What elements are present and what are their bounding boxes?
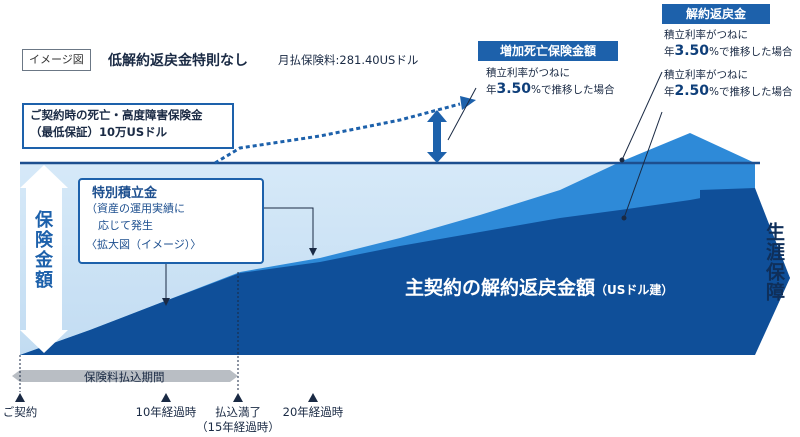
special-reserve-line2: 応じて発生 [98, 219, 153, 232]
min-guarantee-line2: （最低保証）10万USドル [30, 125, 168, 139]
premium-period-bar [12, 370, 238, 382]
main-surrender-label: 主契約の解約返戻金額（USドル建） [405, 277, 674, 299]
increase-note-line2: 年3.50%で推移した場合 [486, 81, 615, 97]
min-guarantee-box: ご契約時の死亡・高度障害保険金 （最低保証）10万USドル [22, 103, 234, 149]
timeline-contract: ご契約 [2, 405, 38, 419]
tick-marker-0 [15, 393, 25, 402]
leader-increase [447, 87, 477, 141]
leader-surrender-b [623, 111, 663, 219]
surrender-b-line1: 積立利率がつねに [664, 69, 748, 81]
leader-special-10y-arrow [162, 298, 170, 306]
lifetime-coverage-label: 生涯保障 [763, 222, 785, 302]
min-guarantee-line1: ご契約時の死亡・高度障害保険金 [30, 108, 203, 122]
increase-bracket-top [427, 110, 447, 122]
increase-note-line1: 積立利率がつねに [486, 67, 570, 79]
leader-special-20y [263, 207, 314, 250]
surrender-a-line1: 積立利率がつねに [664, 29, 748, 41]
coverage-arrow-bottom [20, 330, 68, 353]
special-reserve-box: 特別積立金 （資産の運用実績に 応じて発生 〈拡大図（イメージ）〉 [78, 178, 264, 264]
special-reserve-line3: 〈拡大図（イメージ）〉 [86, 238, 202, 251]
image-tag: イメージ図 [22, 49, 91, 71]
coverage-arrow-shaft [26, 185, 62, 335]
timeline-10y: 10年経過時 [135, 405, 197, 419]
increase-death-badge: 増加死亡保険金額 [478, 41, 618, 61]
surrender-value-badge: 解約返戻金 [662, 4, 770, 24]
tick-marker-15 [233, 393, 243, 402]
surrender-a-line2: 年3.50%で推移した場合 [664, 43, 793, 59]
timeline-20y: 20年経過時 [282, 405, 344, 419]
leader-dot-a [619, 157, 625, 163]
coverage-arrow-top [20, 165, 68, 188]
leader-dot-b [621, 215, 627, 221]
premium-period-label: 保険料払込期間 [84, 370, 165, 384]
timeline-paid-up-sub: （15年経過時） [196, 420, 280, 434]
main-surrender-arrow [20, 188, 790, 355]
coverage-amount-label: 保険金額 [32, 210, 53, 290]
monthly-premium: 月払保険料:281.40USドル [278, 53, 419, 67]
special-reserve-title: 特別積立金 [92, 186, 158, 201]
surrender-b-line2: 年2.50%で推移した場合 [664, 83, 793, 99]
increased-death-benefit-line [214, 102, 461, 165]
tick-marker-10 [161, 393, 171, 402]
leader-special-20y-arrow [309, 248, 317, 256]
page-title: 低解約返戻金特則なし [108, 53, 248, 69]
arrow-head [700, 188, 790, 355]
leader-surrender-a [621, 71, 663, 161]
increase-bracket-bottom [427, 152, 447, 163]
tick-marker-20 [308, 393, 318, 402]
timeline-paid-up: 払込満了 [215, 405, 261, 419]
special-reserve-line1: （資産の運用実績に [86, 202, 185, 215]
